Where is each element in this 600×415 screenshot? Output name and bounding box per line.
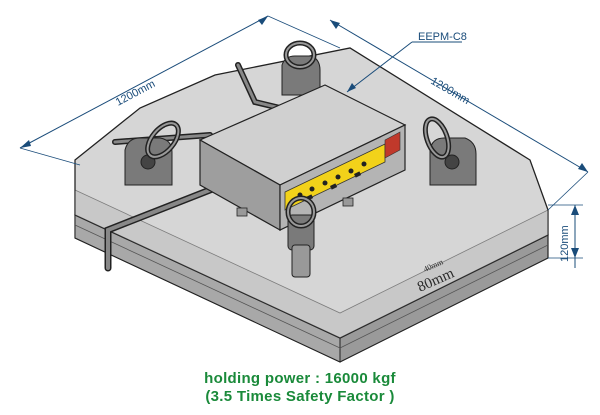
lifting-shackle-front <box>285 195 317 278</box>
dimension-depth <box>329 19 589 211</box>
safety-factor-caption: (3.5 Times Safety Factor ) <box>205 388 395 405</box>
lifting-lug-back <box>281 40 321 96</box>
dimension-width <box>19 15 341 166</box>
model-leader <box>346 41 462 93</box>
lifting-lug-right <box>422 116 477 186</box>
power-switch <box>384 131 401 159</box>
box-foot <box>236 207 248 217</box>
model-label: EEPM-C8 <box>418 31 467 43</box>
box-foot <box>342 197 354 207</box>
holding-power-caption: holding power : 16000 kgf <box>204 370 396 387</box>
dimension-height <box>548 204 583 268</box>
lifting-lug-left <box>124 120 181 186</box>
control-panel-strip <box>284 143 386 211</box>
height-dimension-label: 120mm <box>559 225 571 262</box>
